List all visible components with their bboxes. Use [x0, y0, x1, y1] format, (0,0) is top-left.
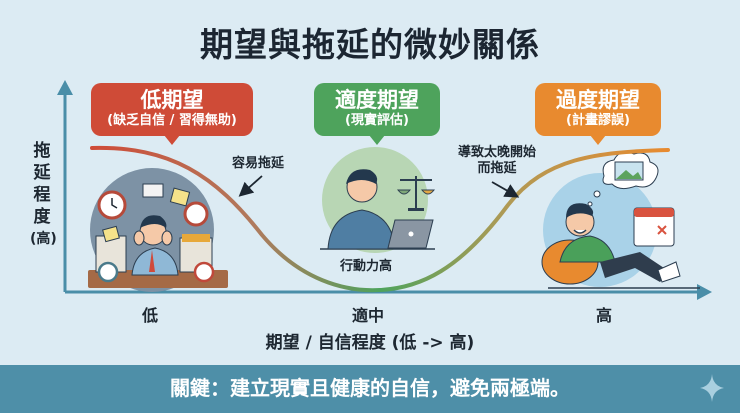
- relaxed-person-illustration: [541, 151, 700, 289]
- y-axis-label: 拖 延 程 度 (高): [30, 141, 57, 247]
- moderate-expectation-bubble: 適度期望 (現實評估): [314, 83, 440, 136]
- stressed-person-illustration: [88, 168, 228, 292]
- x-axis: [65, 284, 712, 300]
- x-tick-high: 高: [596, 306, 613, 325]
- low-expectation-bubble: 低期望 (缺乏自信 / 習得無助): [91, 83, 253, 136]
- annotation-high-action: 行動力高: [340, 259, 393, 274]
- y-axis: [57, 80, 73, 292]
- high-annotation-arrow: [491, 181, 520, 198]
- x-tick-low: 低: [142, 306, 159, 325]
- low-annotation-arrow: [238, 175, 263, 197]
- x-tick-moderate: 適中: [352, 306, 385, 325]
- procrastination-curve: [90, 145, 670, 293]
- annotation-easy-procrastinate: 容易拖延: [232, 156, 285, 171]
- x-axis-label: 期望 / 自信程度 (低 -> 高): [265, 333, 475, 353]
- annotation-late-start: 導致太晚開始 而拖延: [457, 145, 536, 176]
- page-title: 期望與拖延的微妙關係: [200, 25, 540, 64]
- footer-text: 關鍵：建立現實且健康的自信，避免兩極端。: [170, 376, 570, 400]
- focused-person-illustration: [320, 147, 436, 253]
- footer-banner: 關鍵：建立現實且健康的自信，避免兩極端。: [0, 365, 740, 413]
- high-expectation-bubble: 過度期望 (計畫謬誤): [535, 83, 661, 136]
- sparkle-icon: [700, 374, 724, 402]
